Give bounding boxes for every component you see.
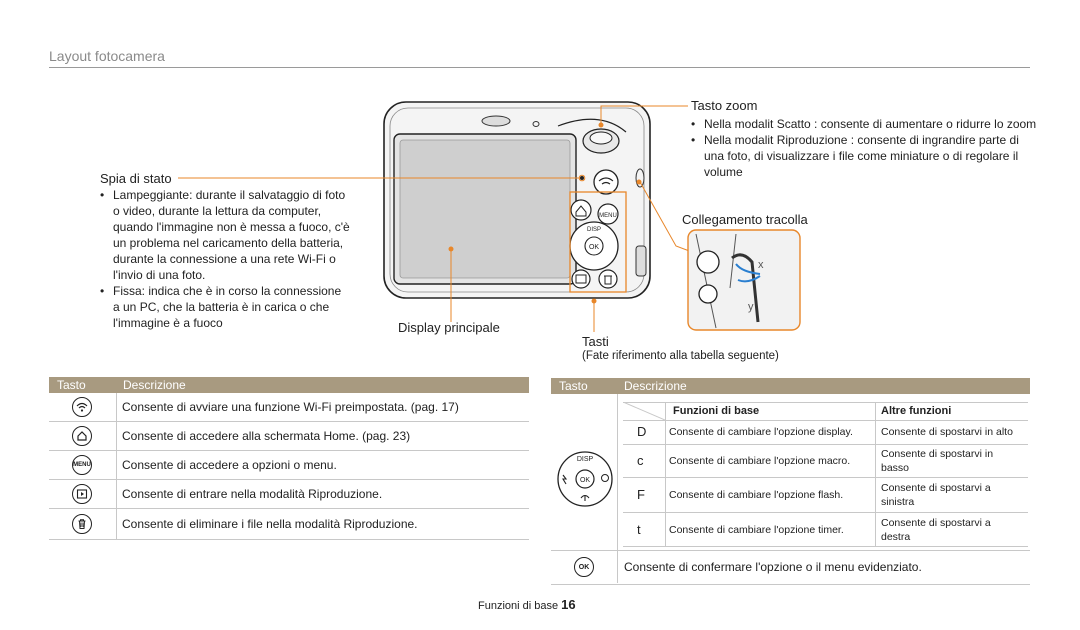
- menu-icon: MENU: [72, 455, 92, 475]
- strap-x-label: x: [758, 259, 764, 271]
- row-text: Consente di accedere a opzioni o menu.: [122, 458, 337, 472]
- svg-text:DISP: DISP: [587, 227, 601, 233]
- left-header-key: Tasto: [57, 378, 86, 392]
- basic-cell: Consente di cambiare l'opzione flash.: [669, 489, 844, 501]
- basic-cell: Consente di cambiare l'opzione macro.: [669, 455, 851, 467]
- page-title: Layout fotocamera: [49, 48, 165, 64]
- key-letter: c: [637, 453, 644, 468]
- dpad-disp-label: DISP: [577, 456, 594, 463]
- ok-row-text: Consente di confermare l'opzione o il me…: [624, 560, 922, 574]
- trash-icon: [72, 514, 92, 534]
- zoom-playback-mode: Nella modalit Riproduzione : consente di…: [691, 132, 1039, 180]
- row-text: Consente di avviare una funzione Wi-Fi p…: [122, 400, 459, 414]
- title-divider: [49, 67, 1030, 68]
- keys-note: (Fate riferimento alla tabella seguente): [582, 350, 779, 362]
- status-lamp-steady: Fissa: indica che è in corso la connessi…: [100, 283, 350, 331]
- sub-header-basic: Funzioni di base: [673, 405, 760, 417]
- strap-illustration: x y: [687, 229, 801, 331]
- right-key-table: Tasto Descrizione OK DISP Funzioni di ba…: [551, 378, 1030, 585]
- right-header-desc: Descrizione: [624, 379, 687, 393]
- other-cell: Consente di spostarvi in basso: [881, 448, 994, 474]
- playback-icon: [72, 484, 92, 504]
- table-row: Consente di accedere alla schermata Home…: [49, 422, 529, 451]
- table-row: D Consente di cambiare l'opzione display…: [623, 420, 1028, 445]
- other-cell: Consente di spostarvi a destra: [881, 517, 991, 543]
- home-icon: [72, 426, 92, 446]
- table-row: Consente di eliminare i file nella modal…: [49, 509, 529, 540]
- dpad-illustration: OK DISP: [557, 451, 613, 507]
- table-row: c Consente di cambiare l'opzione macro. …: [623, 445, 1028, 478]
- left-header-desc: Descrizione: [123, 378, 186, 392]
- right-header-key: Tasto: [559, 379, 588, 393]
- row-text: Consente di accedere alla schermata Home…: [122, 429, 411, 443]
- strap-y-label: y: [748, 301, 754, 313]
- table-row: t Consente di cambiare l'opzione timer. …: [623, 513, 1028, 547]
- right-table-header: Tasto Descrizione: [551, 378, 1030, 394]
- left-table-header: Tasto Descrizione: [49, 377, 529, 393]
- page-number: 16: [561, 597, 576, 612]
- row-text: Consente di entrare nella modalità Ripro…: [122, 487, 383, 501]
- zoom-shooting-mode: Nella modalit Scatto : consente di aumen…: [691, 116, 1039, 132]
- left-key-table: Tasto Descrizione Consente di avviare un…: [49, 377, 529, 542]
- sub-header-row: Funzioni di base Altre funzioni: [623, 402, 1028, 421]
- svg-text:OK: OK: [589, 244, 599, 251]
- table-row: Consente di avviare una funzione Wi-Fi p…: [49, 393, 529, 422]
- key-letter: D: [637, 424, 647, 439]
- basic-cell: Consente di cambiare l'opzione display.: [669, 426, 853, 438]
- footer-section: Funzioni di base: [478, 600, 559, 612]
- other-cell: Consente di spostarvi in alto: [881, 426, 1013, 438]
- svg-text:MENU: MENU: [599, 213, 617, 219]
- keys-title: Tasti: [582, 334, 609, 349]
- table-row: MENU Consente di accedere a opzioni o me…: [49, 451, 529, 480]
- page-footer: Funzioni di base 16: [478, 597, 576, 612]
- other-cell: Consente di spostarvi a sinistra: [881, 482, 991, 508]
- main-display-title: Display principale: [398, 320, 500, 335]
- row-text: Consente di eliminare i file nella modal…: [122, 517, 418, 531]
- strap-eyelet-title: Collegamento tracolla: [682, 212, 808, 227]
- status-lamp-bullets: Lampeggiante: durante il salvataggio di …: [100, 187, 350, 331]
- status-lamp-title: Spia di stato: [100, 171, 172, 186]
- basic-cell: Consente di cambiare l'opzione timer.: [669, 524, 844, 536]
- ok-icon: OK: [574, 557, 594, 577]
- zoom-key-bullets: Nella modalit Scatto : consente di aumen…: [691, 116, 1039, 180]
- sub-header-other: Altre funzioni: [881, 405, 952, 417]
- table-row: F Consente di cambiare l'opzione flash. …: [623, 478, 1028, 513]
- table-row: Consente di entrare nella modalità Ripro…: [49, 480, 529, 509]
- key-letter: F: [637, 487, 645, 502]
- status-lamp-blinking: Lampeggiante: durante il salvataggio di …: [100, 187, 350, 283]
- wifi-icon: [72, 397, 92, 417]
- table-row: OK Consente di confermare l'opzione o il…: [551, 550, 1030, 585]
- zoom-key-title: Tasto zoom: [691, 98, 758, 113]
- key-letter: t: [637, 522, 641, 537]
- dpad-ok-label: OK: [580, 477, 590, 484]
